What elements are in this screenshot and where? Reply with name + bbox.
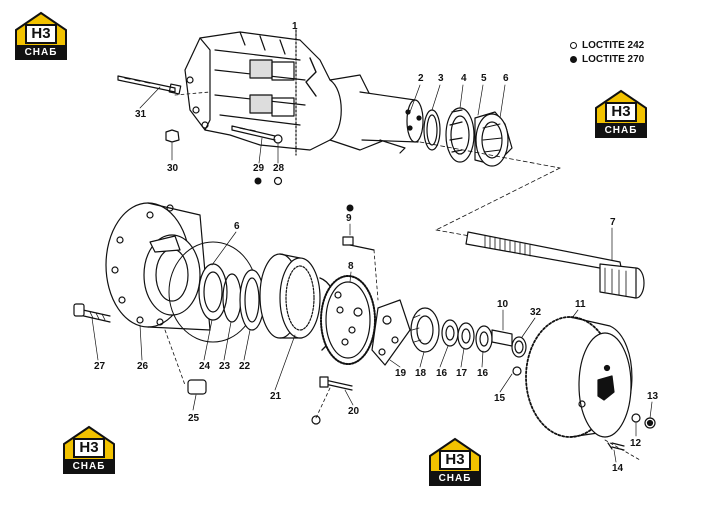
part-24-seal [168,241,258,343]
brand-mark: H3 [25,24,57,44]
part-21-ring-gear [259,253,321,339]
brand-logo: H3 СНАБ [60,424,118,474]
callout-23: 23 [219,361,231,372]
part-16-17-bearings [441,319,493,353]
bushing-25 [187,379,207,395]
callout-11: 11 [575,299,586,310]
loctite-270-marker-29 [254,177,262,185]
callout-29: 29 [253,163,265,174]
callout-19: 19 [395,368,407,379]
brand-logo: H3 СНАБ [426,436,484,486]
brand-word: СНАБ [63,460,115,474]
callout-16-right: 16 [477,368,489,379]
axle-housing [184,29,386,156]
brand-logo: H3 СНАБ [12,10,70,60]
callout-24: 24 [199,361,211,372]
stud-27 [73,303,111,323]
bolt-20 [311,376,353,425]
bolt-9 [342,236,375,251]
callout-12: 12 [630,438,642,449]
callout-28: 28 [273,163,285,174]
part-11-cover [525,316,633,438]
brand-word: СНАБ [595,124,647,138]
brand-logo: H3 СНАБ [592,88,650,138]
filled-circle-icon [570,56,577,63]
fasteners-12-13-14 [607,413,656,451]
callout-30: 30 [167,163,179,174]
callout-7: 7 [610,217,616,228]
brand-mark: H3 [73,438,105,458]
callout-4: 4 [461,73,467,84]
callout-17: 17 [456,368,468,379]
part-19-plate [371,299,411,366]
callout-18: 18 [415,368,427,379]
callout-9: 9 [346,213,352,224]
brand-mark: H3 [605,102,637,122]
callout-10: 10 [497,299,509,310]
loctite-270-marker-9 [346,204,354,212]
legend-loctite-242: LOCTITE 242 [570,40,644,51]
callout-32: 32 [530,307,542,318]
part-32-washer [511,336,527,358]
callout-6-lower: 6 [234,221,240,232]
callout-16-left: 16 [436,368,448,379]
loctite-242-marker-28 [273,176,283,186]
callout-27: 27 [94,361,106,372]
brand-word: СНАБ [429,472,481,486]
legend-loctite-270: LOCTITE 270 [570,54,644,65]
part-18-planet-gear [410,307,440,353]
part-22-bearing [239,269,265,331]
leader-lines [91,31,653,463]
callout-8: 8 [348,261,354,272]
part-5-6-seal [474,111,513,167]
callout-1: 1 [292,21,298,32]
callout-14: 14 [612,463,624,474]
part-15-washer [512,366,522,376]
callout-2: 2 [418,73,424,84]
callout-31: 31 [135,109,147,120]
callout-26: 26 [137,361,149,372]
callout-13: 13 [647,391,659,402]
callout-21: 21 [270,391,282,402]
callout-25: 25 [188,413,200,424]
callout-20: 20 [348,406,360,417]
stud-bolts [117,75,283,144]
part-8-planet-carrier [320,275,376,365]
callout-5: 5 [481,73,487,84]
brand-word: СНАБ [15,46,67,60]
brand-mark: H3 [439,450,471,470]
callout-6: 6 [503,73,509,84]
part-7-half-shaft [465,231,645,299]
callout-3: 3 [438,73,444,84]
part-4-bearing [445,107,475,163]
open-circle-icon [570,42,577,49]
legend-label-270: LOCTITE 270 [582,54,645,65]
spindle [359,91,424,154]
callout-15: 15 [494,393,506,404]
legend-label-242: LOCTITE 242 [582,40,645,51]
callout-22: 22 [239,361,251,372]
